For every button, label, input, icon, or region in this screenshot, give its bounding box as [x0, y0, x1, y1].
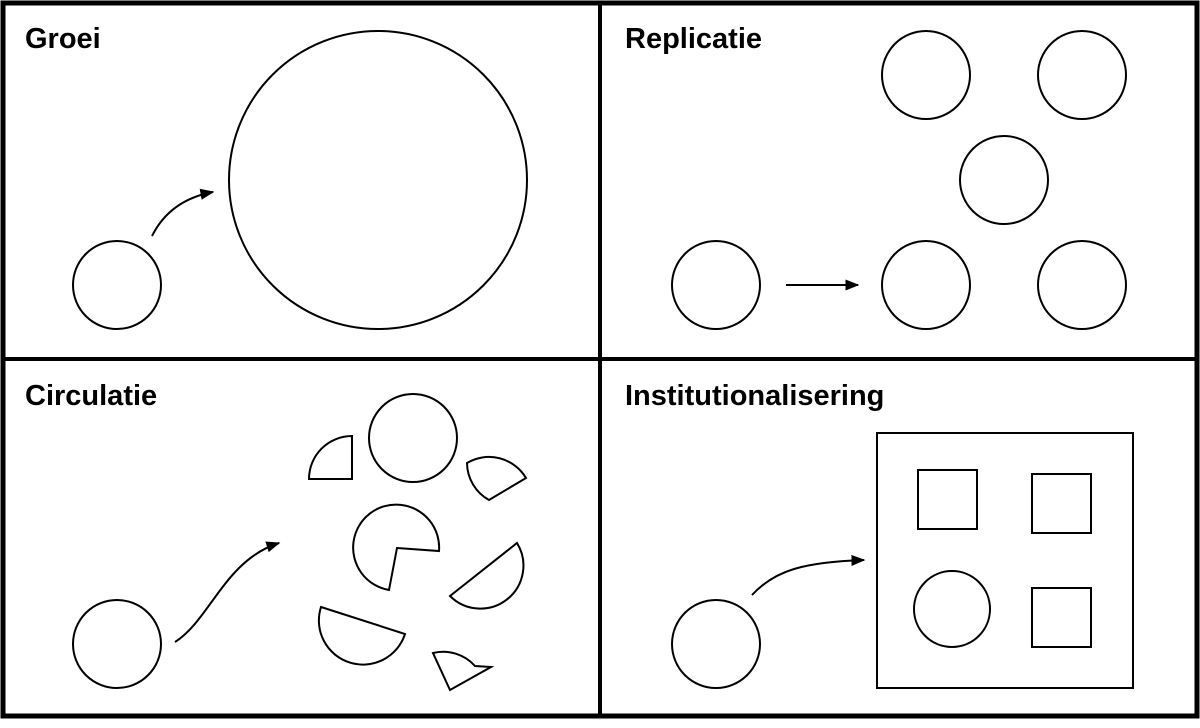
inner-square [1031, 587, 1092, 648]
large-circle [228, 30, 528, 330]
source-circle [72, 599, 162, 689]
copy-circle [1037, 240, 1127, 330]
panel-growth [72, 30, 528, 330]
copy-circle [881, 30, 971, 120]
inner-circle [913, 570, 991, 648]
fragment-pacman [352, 503, 441, 592]
arrow [174, 541, 281, 643]
small-circle [72, 240, 162, 330]
fragment-circle [368, 393, 458, 483]
fragment-quarter [465, 455, 528, 502]
copy-circle [881, 240, 971, 330]
panel-title-circulation: Circulatie [25, 380, 158, 412]
copy-circle [1037, 30, 1127, 120]
source-circle [671, 240, 761, 330]
panel-institutionalization [671, 432, 1134, 689]
fragment-half [317, 605, 407, 666]
inner-square [1031, 473, 1092, 534]
source-circle [671, 599, 761, 689]
panel-circulation [72, 393, 528, 692]
arrow [151, 188, 215, 237]
panel-title-growth: Groei [25, 23, 101, 55]
fragment-quarter [431, 650, 495, 692]
copy-circle [959, 135, 1049, 225]
panel-title-replication: Replicatie [625, 23, 762, 55]
panel-replication [671, 30, 1127, 330]
inner-square [917, 469, 978, 530]
institution-frame [876, 432, 1134, 689]
arrow [751, 554, 866, 596]
panel-title-institutionalization: Institutionalisering [625, 380, 885, 412]
fragment-half [448, 541, 525, 610]
fragment-quarter [307, 434, 353, 480]
